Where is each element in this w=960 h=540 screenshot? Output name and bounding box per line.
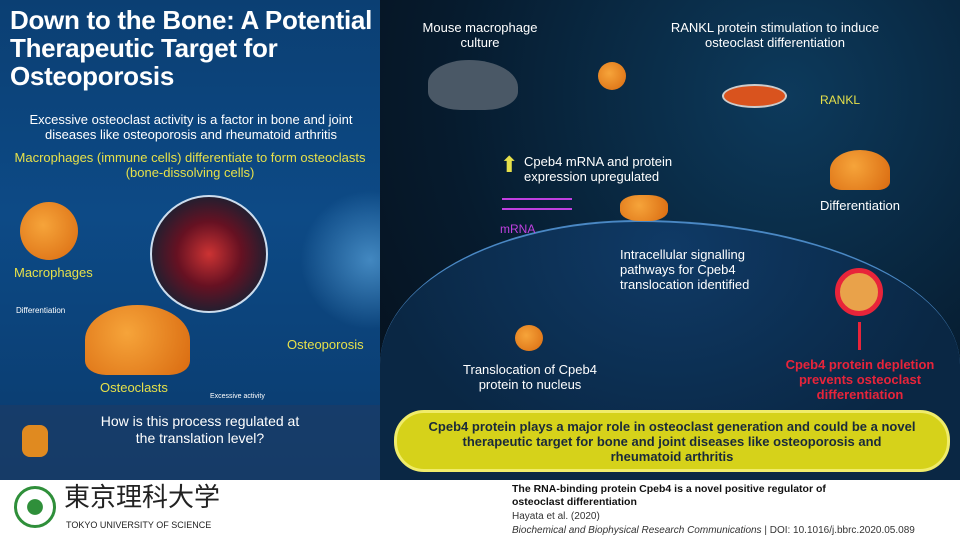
mrna-strands-icon [502,198,572,210]
differentiation-label: Differentiation [16,306,66,315]
macrophage-icon [598,62,626,90]
excessive-activity-label: Excessive activity [210,393,265,400]
joint-xray-image [150,195,268,313]
question-text: How is this process regulated at the tra… [100,413,300,446]
rankl-stimulation-label: RANKL protein stimulation to induce oste… [670,20,880,50]
translocation-label: Translocation of Cpeb4 protein to nucleu… [463,362,597,392]
differentiated-osteoclast-icon [830,150,890,190]
university-logo-en: TOKYO UNIVERSITY OF SCIENCE [66,520,212,530]
ribosome-icon [22,425,48,457]
intro-text: Excessive osteoclast activity is a facto… [29,112,353,142]
mrna-label: mRNA [500,222,536,236]
macrophage-cell-icon [20,202,78,260]
doi-text: | DOI: 10.1016/j.bbrc.2020.05.089 [764,525,915,536]
depletion-label: Cpeb4 protein depletion prevents osteocl… [785,357,935,402]
page-title: Down to the Bone: A Potential Therapeuti… [10,5,373,91]
university-seal-logo [14,486,56,528]
differentiation-result-label: Differentiation [820,198,900,213]
university-logo-jp: 東京理科大学 [64,483,221,513]
question-banner: How is this process regulated at the tra… [0,405,380,480]
osteoclast-cell-icon [85,305,190,375]
osteoporosis-label: Osteoporosis [287,337,364,352]
inhibition-icon [858,322,861,350]
conclusion-banner: Cpeb4 protein plays a major role in oste… [394,410,950,472]
mouse-icon [428,60,518,110]
prohibited-osteoclast-icon [835,268,883,316]
signalling-label: Intracellular signalling pathways for Cp… [620,247,750,292]
left-panel: Down to the Bone: A Potential Therapeuti… [0,0,440,480]
paper-authors: Hayata et al. (2020) [512,511,600,522]
rankl-label: RANKL [820,93,861,107]
nucleus-cpeb4-icon [515,325,543,351]
osteoclasts-label: Osteoclasts [100,380,168,395]
up-arrow-icon: ⬆ [500,152,519,177]
footer: 東京理科大学 TOKYO UNIVERSITY OF SCIENCE The R… [0,480,960,540]
macrophages-label: Macrophages [14,265,93,280]
paper-title: The RNA-binding protein Cpeb4 is a novel… [512,483,826,508]
journal-name: Biochemical and Biophysical Research Com… [512,525,762,536]
paper-citation: Biochemical and Biophysical Research Com… [512,525,915,537]
right-panel: Mouse macrophage culture RANKL protein s… [380,0,960,480]
petri-dish-icon [722,84,787,108]
subheading: Macrophages (immune cells) differentiate… [14,150,366,180]
cpeb4-upregulated-label: Cpeb4 mRNA and protein expression upregu… [524,154,673,184]
mouse-culture-label: Mouse macrophage culture [422,20,538,50]
cpeb4-protein-icon [620,195,668,221]
